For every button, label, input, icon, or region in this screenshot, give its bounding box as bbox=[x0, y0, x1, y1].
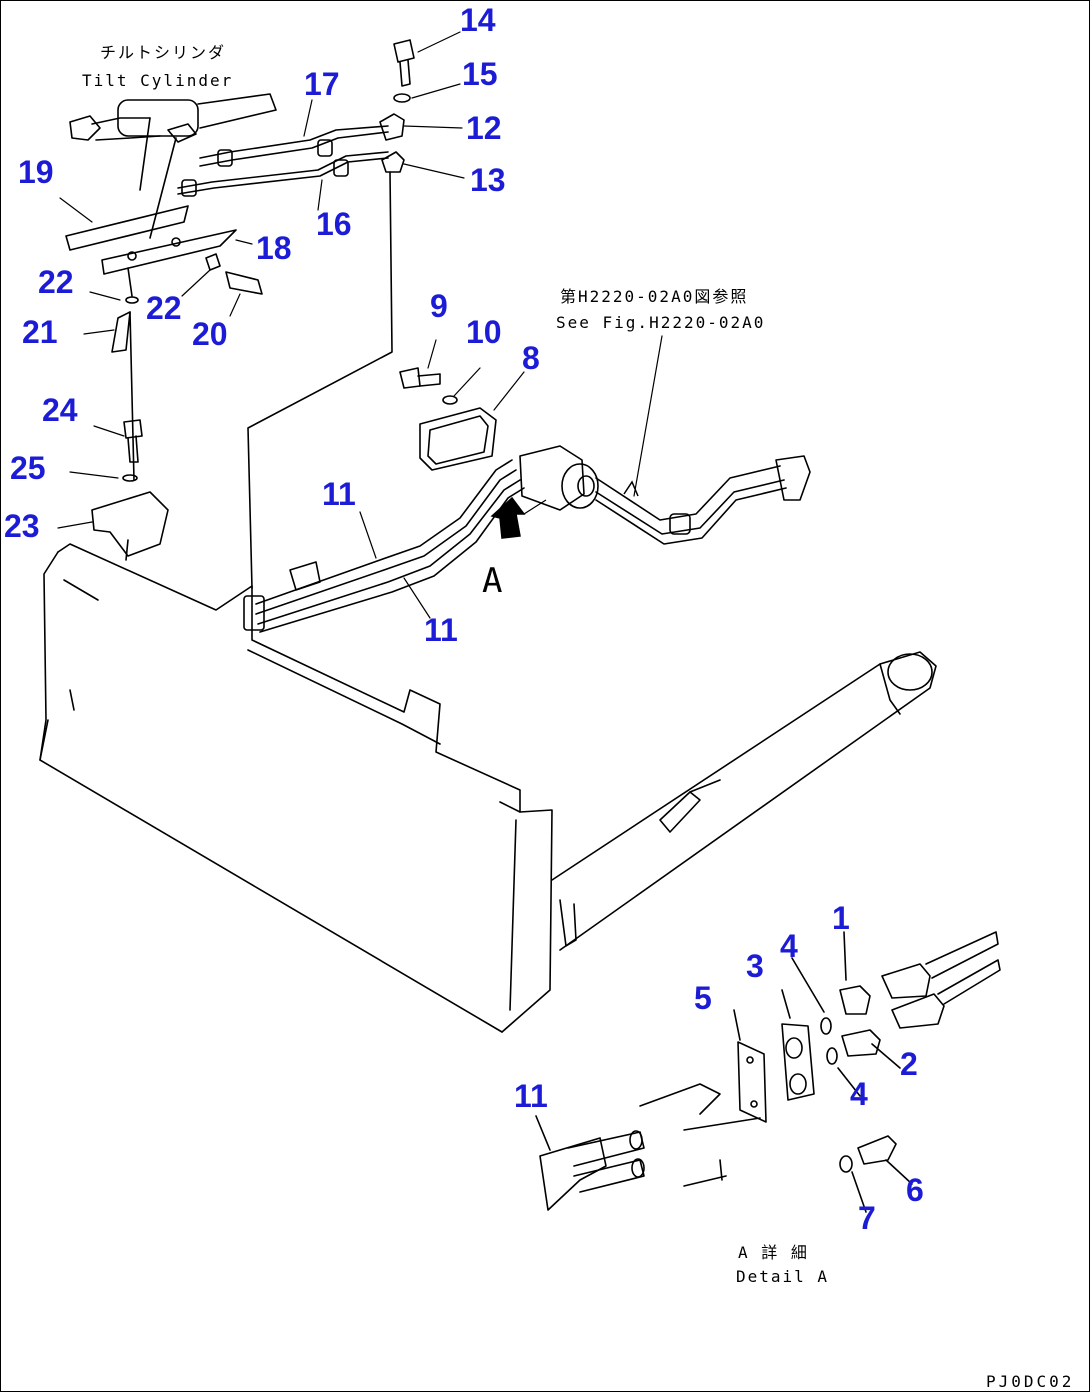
callout-19: 19 bbox=[18, 154, 54, 190]
see-fig-jp-label: 第H2220-02A0図参照 bbox=[560, 287, 749, 306]
callout-2: 2 bbox=[900, 1046, 918, 1082]
callout-7: 7 bbox=[858, 1200, 876, 1236]
callout-15: 15 bbox=[462, 56, 498, 92]
callout-6: 6 bbox=[906, 1172, 924, 1208]
callout-25: 25 bbox=[10, 450, 46, 486]
callout-18: 18 bbox=[256, 230, 292, 266]
callout-22b: 22 bbox=[146, 290, 182, 326]
tilt-cylinder-jp-label: チルトシリンダ bbox=[100, 43, 227, 62]
callout-12: 12 bbox=[466, 110, 502, 146]
bracket-plates bbox=[65, 205, 263, 353]
callout-14: 14 bbox=[460, 2, 496, 38]
frame-arm bbox=[551, 651, 937, 951]
see-fig-en-label: See Fig.H2220-02A0 bbox=[556, 313, 766, 332]
callout-4b: 4 bbox=[850, 1076, 868, 1112]
tilt-hoses bbox=[177, 125, 389, 197]
callout-3: 3 bbox=[746, 948, 764, 984]
callout-11c: 11 bbox=[514, 1078, 548, 1114]
callout-9: 9 bbox=[430, 288, 448, 324]
drawing-code: PJ0DC02 bbox=[986, 1372, 1075, 1391]
callout-17: 17 bbox=[304, 66, 340, 102]
callout-16: 16 bbox=[316, 206, 352, 242]
side-cover bbox=[91, 419, 169, 557]
callout-10: 10 bbox=[466, 314, 502, 350]
detail-a-jp-label: A 詳 細 bbox=[738, 1243, 809, 1262]
view-arrow-a bbox=[490, 480, 639, 539]
blade-hoses bbox=[243, 445, 585, 633]
callout-11b: 11 bbox=[424, 612, 458, 648]
cross-pipe bbox=[561, 455, 811, 545]
mount-hardware-top bbox=[379, 39, 415, 173]
callout-22a: 22 bbox=[38, 264, 74, 300]
callout-4a: 4 bbox=[780, 928, 798, 964]
tilt-cylinder-en-label: Tilt Cylinder bbox=[82, 71, 234, 90]
view-letter-a: A bbox=[482, 561, 503, 601]
callout-1: 1 bbox=[832, 900, 850, 936]
callout-5: 5 bbox=[694, 980, 712, 1016]
leader-lines bbox=[125, 171, 393, 589]
callout-8: 8 bbox=[522, 340, 540, 376]
callout-21: 21 bbox=[22, 314, 58, 350]
callout-23: 23 bbox=[4, 508, 40, 544]
callout-11a: 11 bbox=[322, 476, 356, 512]
callout-20: 20 bbox=[192, 316, 228, 352]
blade-body bbox=[39, 543, 553, 1033]
callout-leaders bbox=[57, 31, 663, 619]
callout-13: 13 bbox=[470, 162, 506, 198]
tilt-cylinder-assembly bbox=[69, 93, 277, 239]
callout-24: 24 bbox=[42, 392, 78, 428]
cover-hardware bbox=[399, 367, 497, 471]
detail-a bbox=[535, 931, 1001, 1213]
detail-a-en-label: Detail A bbox=[736, 1267, 830, 1286]
